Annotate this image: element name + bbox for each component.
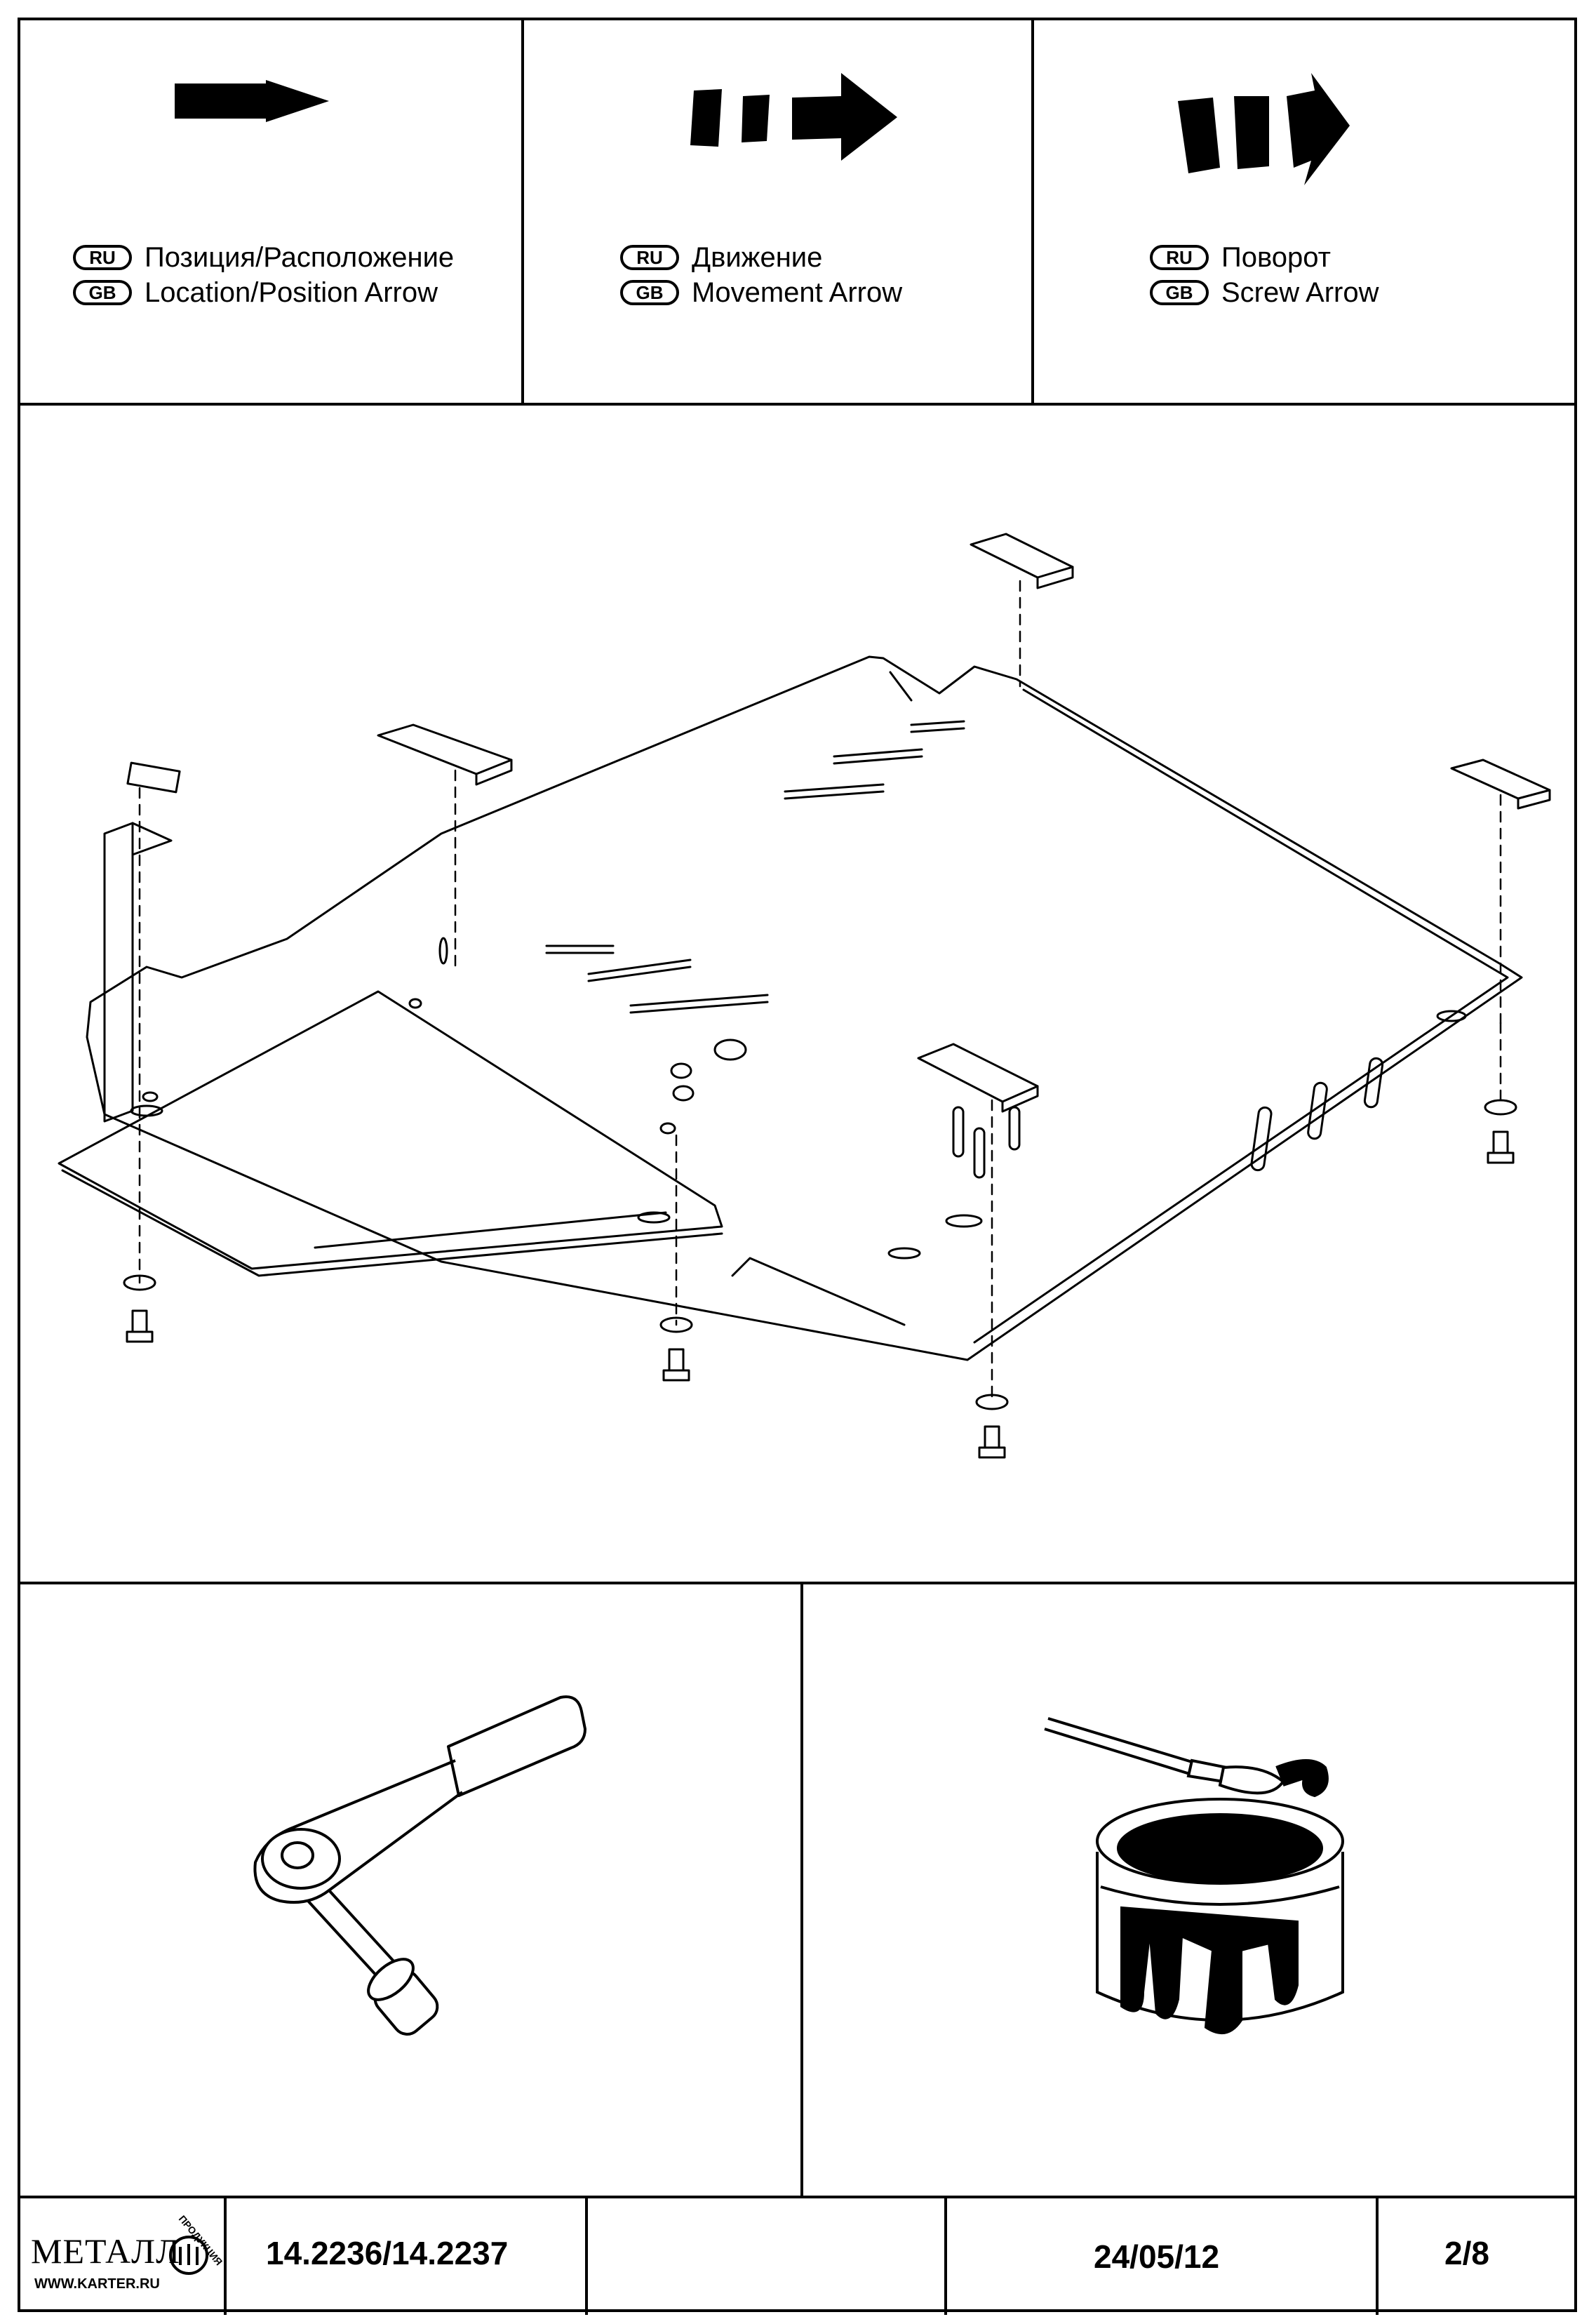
paint-can-brush-icon [1044, 1717, 1344, 2034]
ru-badge: RU [620, 245, 679, 270]
legend-gb-text: Location/Position Arrow [145, 276, 438, 308]
diagram-divider [20, 1582, 1574, 1584]
legend-divider [20, 403, 1574, 406]
logo-emblem-icon [169, 2236, 208, 2275]
logo-url-text: WWW.KARTER.RU [34, 2276, 160, 2292]
left-bracket [103, 761, 181, 1123]
movement-arrow-icon [690, 73, 897, 161]
legend-col-divider-1 [521, 20, 524, 403]
legend-col-divider-2 [1031, 20, 1034, 403]
ru-badge: RU [1150, 245, 1209, 270]
document-date: 24/05/12 [1094, 2238, 1220, 2275]
mounting-slots [130, 720, 1467, 1260]
front-skid-plate [58, 990, 723, 1277]
main-skid-plate [86, 655, 1523, 1361]
legend-gb-text: Screw Arrow [1221, 276, 1379, 308]
location-arrow-icon [175, 80, 329, 122]
instruction-sheet: RU Позиция/Расположение GB Location/Posi… [18, 18, 1577, 2315]
legend-gb-text: Movement Arrow [692, 276, 903, 308]
gb-badge: GB [73, 280, 132, 305]
tools-col-divider [800, 1582, 803, 2196]
screw-arrow-icon [1178, 73, 1350, 185]
title-block-divider-4 [1376, 2196, 1379, 2315]
skid-plate-assembly-diagram [58, 533, 1551, 1459]
ratchet-wrench-icon [253, 1695, 586, 2036]
title-block-divider-2 [585, 2196, 588, 2315]
part-number: 14.2236/14.2237 [266, 2235, 509, 2271]
company-logo: МЕТАЛЛ ПРОДУКЦИЯ WWW.KARTER.RU [27, 2210, 224, 2301]
logo-text: МЕТАЛЛ [31, 2231, 180, 2271]
legend-ru-text: Поворот [1221, 241, 1331, 273]
title-block-divider-1 [224, 2196, 227, 2315]
legend-ru-text: Позиция/Расположение [145, 241, 455, 273]
gb-badge: GB [1150, 280, 1209, 305]
title-block-divider [20, 2196, 1574, 2198]
fasteners [123, 1099, 1517, 1459]
legend-ru-text: Движение [692, 241, 823, 273]
gb-badge: GB [620, 280, 679, 305]
page-number: 2/8 [1444, 2235, 1489, 2271]
mounting-plates [377, 533, 1551, 1113]
ru-badge: RU [73, 245, 132, 270]
assembly-lines [138, 580, 1502, 1403]
title-block-divider-3 [944, 2196, 947, 2315]
